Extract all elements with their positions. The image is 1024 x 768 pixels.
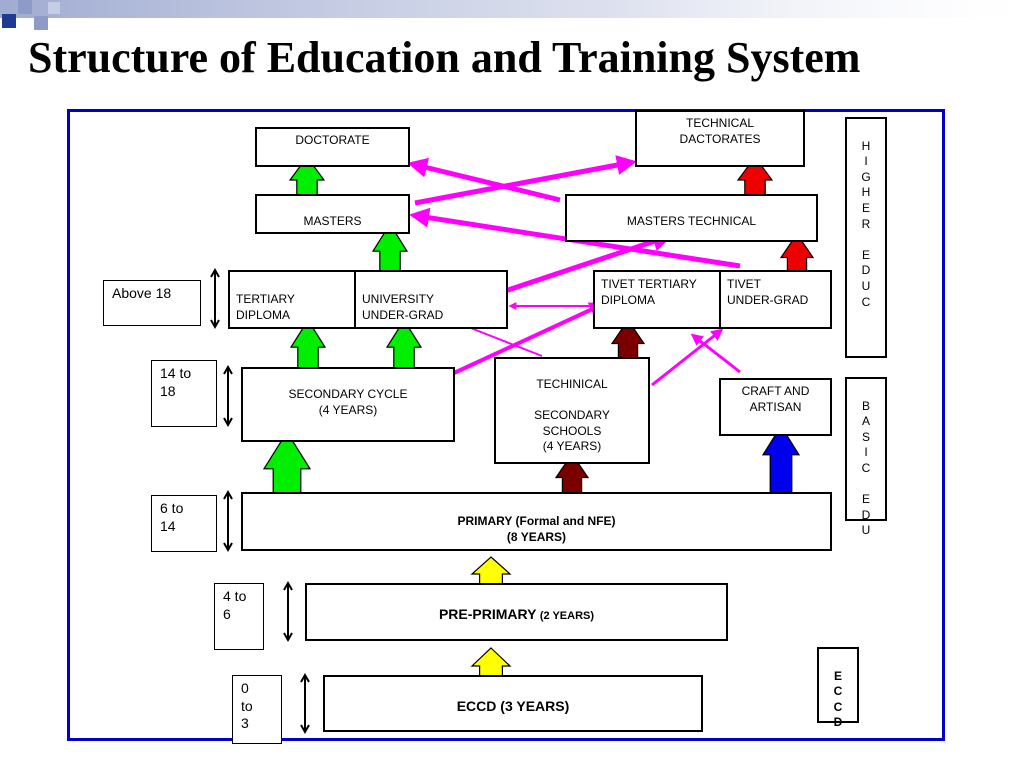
age-range-6-14: 6 to 14 (151, 495, 217, 552)
technical-secondary-label: TECHINICAL SECONDARY SCHOOLS (4 YEARS) (534, 377, 610, 454)
doctorate-label: DOCTORATE (295, 133, 370, 147)
age-arrow-0-3 (300, 672, 310, 735)
masters-label: MASTERS (303, 214, 362, 228)
technical-secondary-box: TECHINICAL SECONDARY SCHOOLS (4 YEARS) (494, 357, 650, 464)
age-range-0-3: 0 to 3 (232, 675, 282, 744)
higher-edu-side-label: H I G H E R E D U C (845, 117, 887, 358)
eccd-box: ECCD (3 YEARS) (323, 675, 703, 732)
masters-technical-box: MASTERS TECHNICAL (565, 194, 818, 242)
pre-primary-years: (2 YEARS) (539, 610, 595, 622)
age-range-above-18-label: Above 18 (112, 285, 172, 301)
age-arrow-6-14 (223, 489, 233, 553)
primary-box: PRIMARY (Formal and NFE) (8 YEARS) (241, 492, 832, 551)
masters-technical-label: MASTERS TECHNICAL (626, 214, 757, 228)
masters-tech-to-doctorate-link (407, 157, 561, 203)
tivet-tertiary-diploma-box: TIVET TERTIARY DIPLOMA (593, 270, 721, 329)
basic-edu-side-text: B A S I C E D U (861, 398, 871, 538)
age-range-above-18: Above 18 (103, 280, 201, 326)
pre-primary-box: PRE-PRIMARY (2 YEARS) (305, 583, 728, 641)
tivet-undergrad-label: TIVET UNDER-GRAD (727, 277, 809, 307)
technical-doctorates-label: TECHNICAL DACTORATES (679, 116, 761, 146)
age-range-14-18: 14 to 18 (151, 360, 217, 427)
age-arrow-14-18 (223, 364, 233, 428)
basic-edu-side-label: B A S I C E D U (845, 377, 887, 537)
eccd-label: ECCD (3 YEARS) (456, 698, 570, 714)
title-decoration (0, 0, 1024, 30)
university-undergrad-label: UNIVERSITY UNDER-GRAD (362, 292, 444, 322)
age-arrow-above-18 (210, 267, 220, 330)
tivet-tertiary-diploma-label: TIVET TERTIARY DIPLOMA (601, 277, 697, 307)
eccd-side-text: E C C D (833, 668, 843, 730)
tertiary-diploma-box: TERTIARY DIPLOMA (228, 270, 356, 329)
secondary-cycle-label: SECONDARY CYCLE (4 YEARS) (288, 387, 408, 417)
tivet-undergrad-box: TIVET UNDER-GRAD (719, 270, 832, 329)
age-arrow-4-6 (283, 580, 293, 643)
craft-to-tivet-diploma-link (690, 333, 741, 374)
pre-primary-label: PRE-PRIMARY (438, 606, 537, 622)
university-to-masters-tech-link (501, 231, 673, 295)
doctorate-box: DOCTORATE (255, 127, 410, 167)
technical-doctorates-box: TECHNICAL DACTORATES (635, 110, 805, 167)
secondary-to-tivet-diploma-link (453, 302, 606, 375)
masters-box: MASTERS (255, 194, 410, 234)
age-range-4-6: 4 to 6 (214, 583, 264, 650)
tech-secondary-to-tivet-undergrad-link (651, 328, 724, 387)
university-undergrad-box: UNIVERSITY UNDER-GRAD (354, 270, 508, 329)
craft-artisan-box: CRAFT AND ARTISAN (719, 378, 832, 436)
age-range-14-18-label: 14 to 18 (160, 365, 192, 399)
eccd-side-label: E C C D (817, 647, 859, 729)
age-range-4-6-label: 4 to 6 (223, 588, 247, 622)
tertiary-diploma-label: TERTIARY DIPLOMA (236, 292, 295, 322)
age-range-6-14-label: 6 to 14 (160, 500, 184, 534)
slide-title: Structure of Education and Training Syst… (28, 33, 861, 82)
age-range-0-3-label: 0 to 3 (241, 680, 253, 731)
diagram-frame (67, 109, 945, 741)
higher-edu-side-text: H I G H E R E D U C (861, 138, 871, 309)
masters-to-tech-doctorates-link (414, 155, 637, 206)
secondary-cycle-box: SECONDARY CYCLE (4 YEARS) (241, 367, 455, 442)
primary-label: PRIMARY (Formal and NFE) (8 YEARS) (457, 514, 616, 544)
craft-artisan-label: CRAFT AND ARTISAN (741, 384, 810, 414)
primary-to-craft-arrow (761, 424, 801, 502)
